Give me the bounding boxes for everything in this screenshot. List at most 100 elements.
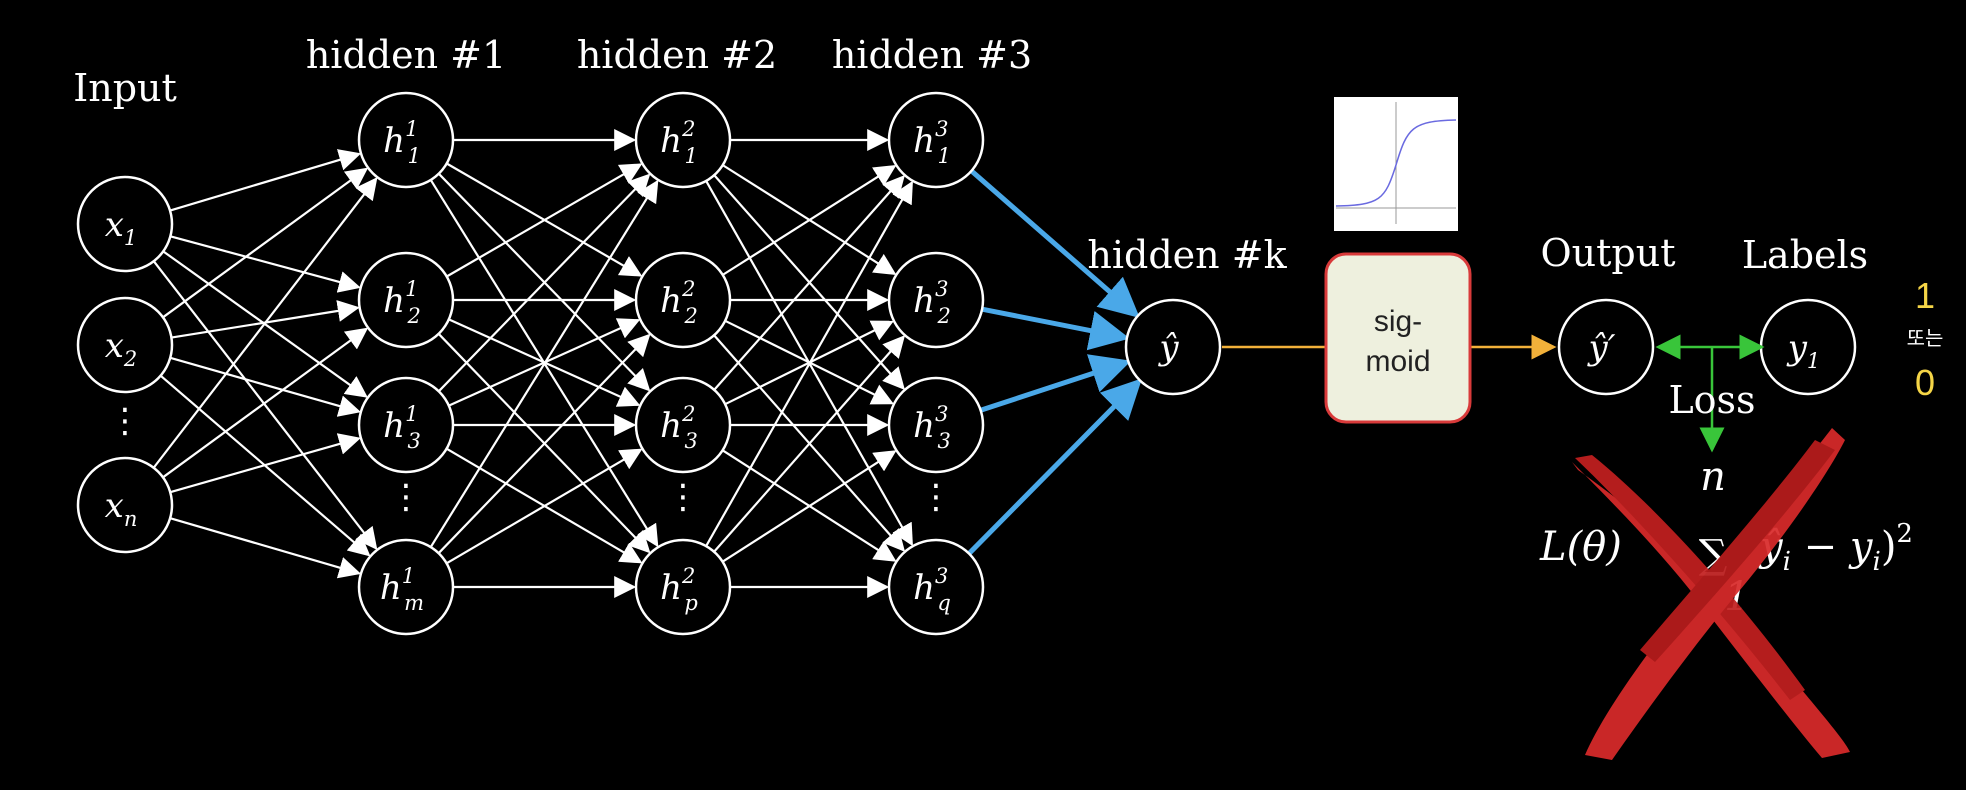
edge-hidden1-to-hidden2: [446, 448, 643, 565]
blue-edge-to-yhat: [967, 378, 1143, 556]
output-node: ŷ′: [1557, 298, 1655, 396]
input-node-2-base: x: [105, 326, 124, 366]
output-node-label: ŷ′: [1587, 328, 1616, 368]
hidden2-node-4-sub: p: [684, 591, 697, 615]
label-value-zero: 0: [1915, 362, 1935, 403]
hidden1-node-3-base: h: [383, 406, 405, 446]
hidden3-node-1-sup: 3: [935, 117, 948, 141]
formula-body: ŷi − yi)2: [1758, 519, 1913, 577]
hidden3-node-1-sub: 1: [937, 144, 950, 168]
sigmoid-box: [1324, 252, 1472, 424]
edge-hidden1-to-hidden2: [446, 163, 643, 278]
input-node-2: x2: [76, 296, 174, 394]
hidden2-node-4-label: h2 p: [660, 564, 698, 615]
hidden2-node-1-sup: 2: [681, 117, 695, 141]
formula-power: 2: [1896, 519, 1913, 549]
label-or-text: 또는: [1907, 326, 1944, 350]
input-node-2-circle: [76, 296, 174, 394]
input-node-2-sub: 2: [123, 347, 137, 371]
hidden1-node-2-base: h: [383, 281, 405, 321]
layer-title-labels: Labels: [1742, 233, 1868, 277]
yhat-node-label: ŷ: [1157, 328, 1179, 368]
blue-edge-to-yhat: [979, 354, 1132, 413]
hidden3-node-2-sup: 3: [935, 277, 948, 301]
hidden2-node-1-circle: [634, 91, 732, 189]
edge-input-to-hidden1: [169, 356, 361, 417]
hidden1-node-3-sub: 3: [407, 429, 420, 453]
hidden1-node-3-circle: [357, 376, 455, 474]
hidden3-node-2-sub: 2: [936, 304, 950, 328]
hidden1-node-4-circle: [357, 538, 455, 636]
hidden2-node-4: h2 p: [634, 538, 732, 636]
hidden1-node-1: h1 1: [357, 91, 455, 189]
edge-hidden2-to-hidden3: [705, 180, 913, 547]
edge-input-to-hidden1: [169, 149, 362, 212]
hidden2-node-2-sup: 2: [681, 277, 695, 301]
hidden3-node-3-sub: 3: [937, 429, 950, 453]
hidden3-node-4-base: h: [913, 568, 935, 608]
input-node-3-base: x: [105, 486, 124, 526]
hidden3-node-2-base: h: [913, 281, 935, 321]
hidden2-node-4-sup: 2: [681, 564, 695, 588]
input-node-2-label: x2: [105, 326, 138, 371]
hidden3-node-1-base: h: [913, 121, 935, 161]
hidden1-node-1-sub: 1: [407, 144, 420, 168]
ellipsis-0: ⋮: [108, 401, 142, 441]
formula-y-sub: i: [1872, 547, 1880, 577]
red-x-cross-icon: [1572, 428, 1850, 760]
layer-title-output: Output: [1541, 231, 1676, 275]
hidden1-node-4-sub: m: [404, 591, 424, 615]
edge-input-to-hidden1: [162, 327, 369, 479]
loss-label: Loss: [1668, 378, 1755, 422]
hidden2-node-4-base: h: [660, 568, 682, 608]
layer-title-input: Input: [73, 66, 177, 110]
hidden3-node-2-label: h3 2: [913, 277, 951, 328]
label-node: y1: [1759, 298, 1857, 396]
ellipsis-2: ⋮: [666, 477, 700, 517]
hidden1-node-1-label: h1 1: [383, 117, 421, 168]
connection-edges: [152, 129, 913, 598]
hidden2-node-3-sup: 2: [681, 402, 695, 426]
edge-hidden2-to-hidden3: [722, 165, 897, 276]
yhat-node-circle: [1124, 298, 1222, 396]
hidden2-node-3-base: h: [660, 406, 682, 446]
hidden2-node-3-sub: 3: [684, 429, 697, 453]
hidden3-node-4-circle: [887, 538, 985, 636]
hidden2-node-3-label: h2 3: [660, 402, 698, 453]
hidden1-node-2-sub: 2: [406, 304, 420, 328]
hidden1-node-1-circle: [357, 91, 455, 189]
hidden3-to-yhat-edges: [967, 169, 1143, 556]
hidden1-node-1-base: h: [383, 121, 405, 161]
formula-yhat-sub: i: [1783, 547, 1791, 577]
formula-sum-top: n: [1700, 454, 1726, 500]
hidden3-node-1-circle: [887, 91, 985, 189]
formula-lhs: L(θ): [1539, 524, 1622, 570]
edge-input-to-hidden1: [169, 433, 361, 494]
hidden1-node-1-sup: 1: [405, 117, 418, 141]
hidden2-node-1-base: h: [660, 121, 682, 161]
label-node-circle: [1759, 298, 1857, 396]
edge-hidden1-to-hidden2: [429, 179, 659, 548]
sigmoid-plot-icon: [1334, 97, 1458, 231]
hidden3-node-3-circle: [887, 376, 985, 474]
edge-input-to-hidden1: [162, 167, 369, 319]
input-node-3-sub: n: [124, 507, 138, 531]
layer-title-hidden3: hidden #3: [832, 33, 1032, 77]
input-node-1-sub: 1: [124, 226, 137, 250]
hidden2-node-2-base: h: [660, 281, 682, 321]
hidden1-node-4-sup: 1: [402, 564, 415, 588]
input-node-3-label: xn: [105, 486, 138, 531]
hidden2-node-4-circle: [634, 538, 732, 636]
input-node-3-circle: [76, 456, 174, 554]
